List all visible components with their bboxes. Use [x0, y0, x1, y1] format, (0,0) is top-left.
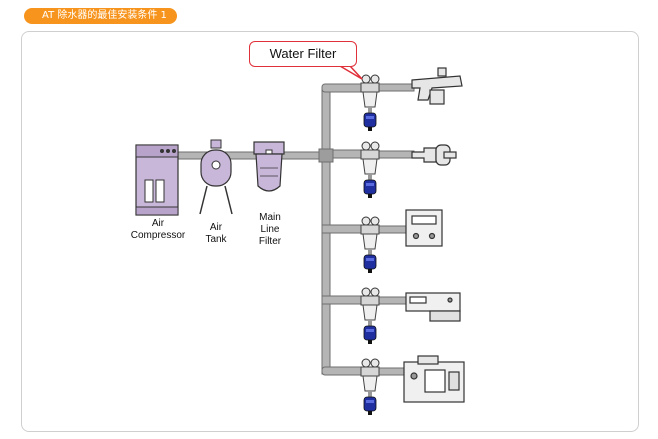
air-tank-icon — [199, 139, 233, 215]
label-line: Main — [259, 212, 281, 223]
callout-pointer — [339, 65, 363, 80]
water-filter-unit — [360, 358, 380, 416]
air-tool-icon — [411, 144, 457, 166]
air-tank-label: Air Tank — [196, 222, 236, 246]
main-line-filter-icon — [253, 141, 285, 192]
label-line: Tank — [205, 234, 227, 245]
water-filter-unit — [360, 287, 380, 345]
generator-icon — [403, 355, 465, 403]
water-filter-callout: Water Filter — [249, 41, 357, 67]
air-compressor-icon — [135, 144, 179, 216]
control-box-icon — [405, 209, 443, 247]
air-compressor-label: Air Compressor — [126, 218, 190, 242]
spray-gun-icon — [411, 67, 463, 105]
label-line: Air — [209, 222, 223, 233]
water-filter-unit — [360, 216, 380, 274]
water-filter-unit — [360, 74, 380, 132]
label-line: Line — [260, 224, 280, 235]
section-title: AT 除水器的最佳安装条件 1 — [24, 8, 177, 24]
label-line: Air — [151, 218, 165, 229]
machine-icon — [405, 292, 461, 322]
water-filter-unit — [360, 141, 380, 199]
label-line: Filter — [258, 236, 282, 247]
main-line-filter-label: Main Line Filter — [250, 212, 290, 248]
label-line: Compressor — [130, 230, 186, 241]
